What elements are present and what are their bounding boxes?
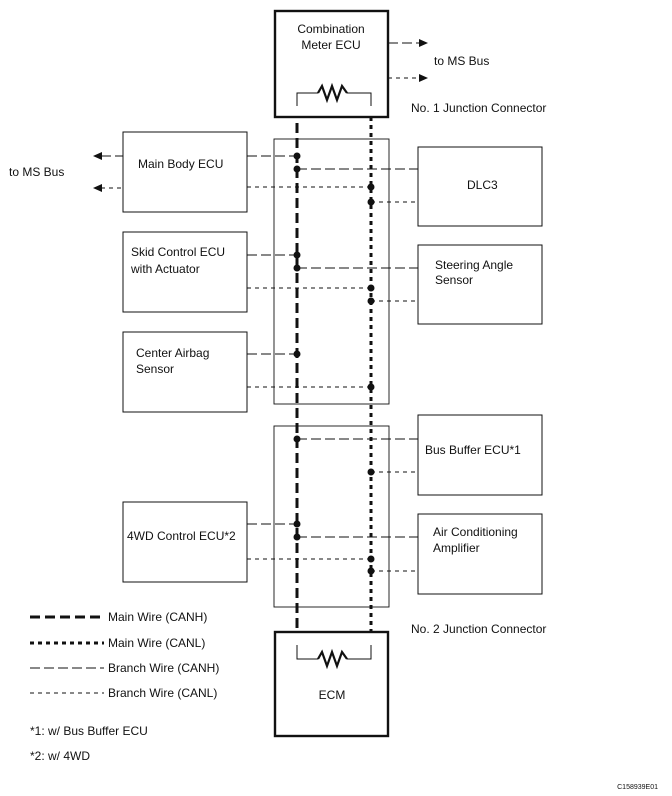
legend-label-main-canh: Main Wire (CANH) xyxy=(108,610,207,624)
junction-connector-1-label: No. 1 Junction Connector xyxy=(411,101,546,115)
terminating-resistor-meter-icon xyxy=(317,82,348,104)
junction-dot xyxy=(293,152,301,160)
figure-code: C158939E01 xyxy=(617,784,658,791)
main-body-ecu-box xyxy=(122,131,248,213)
junction-dot xyxy=(293,251,301,259)
to-ms-bus-left-label: to MS Bus xyxy=(9,165,64,179)
junction-dot xyxy=(367,567,375,575)
ecm-box xyxy=(273,630,390,738)
center-airbag-sensor-label-2: Sensor xyxy=(136,362,174,376)
legend-label-branch-canl: Branch Wire (CANL) xyxy=(108,686,217,700)
legend-label-main-canl: Main Wire (CANL) xyxy=(108,636,205,650)
skid-control-ecu-box xyxy=(122,231,248,313)
junction-connector-1-box xyxy=(273,138,390,405)
4wd-control-ecu-label: 4WD Control ECU*2 xyxy=(127,529,236,543)
center-airbag-sensor-label-1: Center Airbag xyxy=(136,346,209,360)
terminating-resistor-ecm-leads xyxy=(296,645,318,660)
legend: Main Wire (CANH) Main Wire (CANL) Branch… xyxy=(30,610,219,700)
steering-angle-sensor-label-1: Steering Angle xyxy=(435,258,513,272)
junction-dot xyxy=(293,435,301,443)
main-body-ecu-label: Main Body ECU xyxy=(138,157,223,171)
junction-dot xyxy=(293,264,301,272)
air-conditioning-amplifier-label-1: Air Conditioning xyxy=(433,525,518,539)
footnote-2: *2: w/ 4WD xyxy=(30,749,90,763)
junction-connector-2-label: No. 2 Junction Connector xyxy=(411,622,546,636)
junction-connector-2-box xyxy=(273,425,390,608)
center-airbag-sensor-box xyxy=(122,331,248,413)
combination-meter-ecu-box xyxy=(273,9,390,119)
junction-dot xyxy=(367,468,375,476)
arrow-left-icon xyxy=(93,152,102,160)
junction-dots xyxy=(293,152,375,575)
ecm-label: ECM xyxy=(319,688,346,702)
junction-dot xyxy=(367,284,375,292)
terminating-resistor-ecm-icon xyxy=(317,648,348,670)
steering-angle-sensor-label-2: Sensor xyxy=(435,273,473,287)
bus-buffer-ecu-box xyxy=(417,414,543,496)
skid-control-ecu-label-2: with Actuator xyxy=(130,262,200,276)
legend-label-branch-canh: Branch Wire (CANH) xyxy=(108,661,219,675)
combination-meter-ecu-label-2: Meter ECU xyxy=(301,38,360,52)
junction-dot xyxy=(293,520,301,528)
to-ms-bus-right-label: to MS Bus xyxy=(434,54,489,68)
junction-dot xyxy=(293,165,301,173)
4wd-control-ecu-box xyxy=(122,501,248,583)
terminating-resistor-meter-leads xyxy=(296,92,318,106)
junction-dot xyxy=(367,383,375,391)
skid-control-ecu-label-1: Skid Control ECU xyxy=(131,245,225,259)
footnote-1: *1: w/ Bus Buffer ECU xyxy=(30,724,148,738)
arrow-right-icon xyxy=(419,39,428,47)
arrow-right-icon xyxy=(419,74,428,82)
junction-dot xyxy=(367,198,375,206)
terminating-resistor-ecm-leads xyxy=(347,645,372,660)
air-conditioning-amplifier-box xyxy=(417,513,543,595)
junction-dot xyxy=(367,183,375,191)
junction-dot xyxy=(367,555,375,563)
dlc3-label: DLC3 xyxy=(467,178,498,192)
air-conditioning-amplifier-label-2: Amplifier xyxy=(433,541,480,555)
dlc3-box xyxy=(417,146,543,227)
bus-buffer-ecu-label: Bus Buffer ECU*1 xyxy=(425,443,521,457)
terminating-resistor-meter-leads xyxy=(347,92,372,106)
junction-dot xyxy=(367,297,375,305)
steering-angle-sensor-box xyxy=(417,244,543,325)
junction-dot xyxy=(293,533,301,541)
combination-meter-ecu-label-1: Combination xyxy=(297,22,364,36)
junction-dot xyxy=(293,350,301,358)
arrow-left-icon xyxy=(93,184,102,192)
